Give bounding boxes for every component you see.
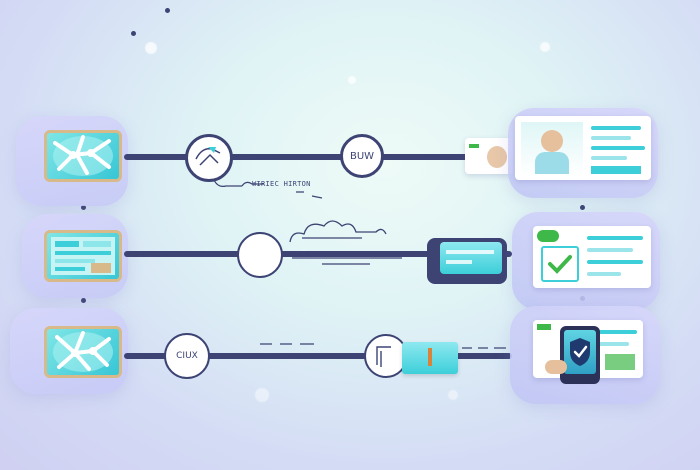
action-strip (591, 166, 641, 174)
bokeh-light (255, 388, 269, 402)
phone-screen (564, 330, 596, 374)
ciux-node-label: CIUX (176, 351, 198, 361)
globe-network-icon (53, 331, 113, 372)
globe-network-icon (53, 135, 113, 176)
avatar-icon (487, 146, 507, 168)
empty-node[interactable] (237, 232, 283, 278)
info-bar (597, 342, 629, 346)
hand-icon (545, 360, 567, 374)
flow-line-1 (124, 154, 512, 160)
map-pin-icon (195, 147, 221, 166)
status-block (605, 354, 635, 370)
info-bar (597, 330, 637, 334)
mini-bar (469, 144, 479, 148)
profile-body (535, 152, 569, 174)
flow-line-2 (124, 251, 512, 257)
info-bar (587, 260, 643, 264)
verification-card[interactable] (533, 226, 651, 288)
node-dot (580, 205, 585, 210)
phone-icon[interactable] (560, 326, 600, 384)
globe-network-tile-2[interactable] (44, 326, 122, 378)
bokeh-light (145, 42, 157, 54)
card-icon[interactable] (440, 242, 502, 274)
dash-sketch (260, 343, 314, 345)
flow-line-3 (124, 353, 512, 359)
info-bar (587, 272, 621, 276)
profile-mini-card[interactable] (465, 138, 513, 174)
profile-dashboard-card[interactable] (515, 116, 651, 180)
document-icon (376, 346, 391, 367)
dashboard-icon (51, 237, 115, 275)
globe-network-tile[interactable] (44, 130, 122, 182)
profile-photo (521, 122, 583, 176)
doodle-sketch (213, 179, 323, 199)
info-bar (591, 126, 641, 130)
card-stripe (446, 250, 494, 254)
bokeh-light (448, 390, 458, 400)
card-icon[interactable] (402, 342, 458, 374)
node-dot (81, 205, 86, 210)
node-dot (131, 31, 136, 36)
check-box (541, 246, 579, 282)
status-chip (537, 230, 559, 242)
document-node[interactable] (364, 334, 408, 378)
info-bar (591, 146, 645, 150)
status-chip (537, 324, 551, 330)
dashboard-tile[interactable] (44, 230, 122, 282)
buw-node-label: BUW (349, 150, 375, 162)
ciux-node[interactable]: CIUX (164, 333, 210, 379)
buw-node[interactable]: BUW (340, 134, 384, 178)
shield-check-icon (570, 338, 590, 366)
bokeh-light (348, 76, 356, 84)
info-bar (591, 136, 631, 140)
node-dot (165, 8, 170, 13)
info-bar (591, 156, 627, 160)
dash-sketch (462, 347, 506, 349)
profile-icon (541, 130, 563, 152)
info-bar (587, 248, 633, 252)
node-dot (81, 298, 86, 303)
card-stripe (446, 260, 472, 264)
info-bar (587, 236, 643, 240)
cloud-icon (289, 220, 402, 265)
card-tag (428, 348, 432, 366)
row1-caption: WIRIEC HIRTON (252, 180, 311, 188)
bokeh-light (540, 42, 550, 52)
map-node[interactable] (185, 134, 233, 182)
checkmark-icon (548, 255, 572, 274)
